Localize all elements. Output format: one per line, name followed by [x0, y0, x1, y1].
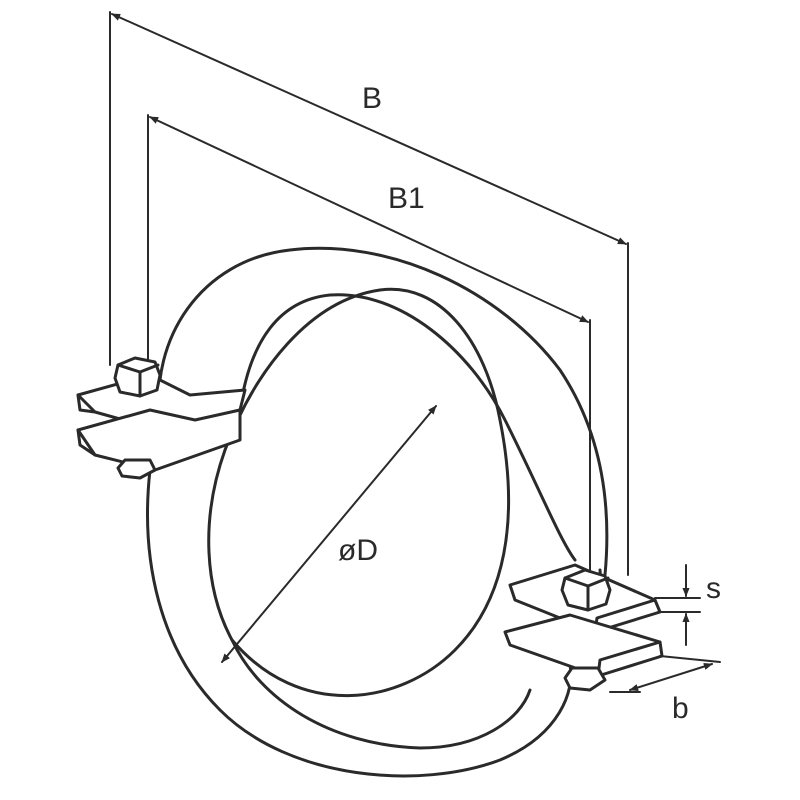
label-s: s	[706, 572, 721, 605]
dimension-lines	[111, 13, 713, 691]
clamp-band	[146, 246, 609, 778]
dimension-B1-line	[149, 116, 589, 323]
dimension-D-line	[221, 405, 437, 663]
label-diameter: øD	[338, 534, 378, 567]
dimension-b-line	[629, 663, 713, 691]
label-b: b	[672, 692, 689, 725]
label-B: B	[362, 82, 382, 115]
dimension-B-line	[111, 13, 627, 245]
right-flange	[503, 563, 664, 692]
label-B1: B1	[388, 182, 425, 215]
